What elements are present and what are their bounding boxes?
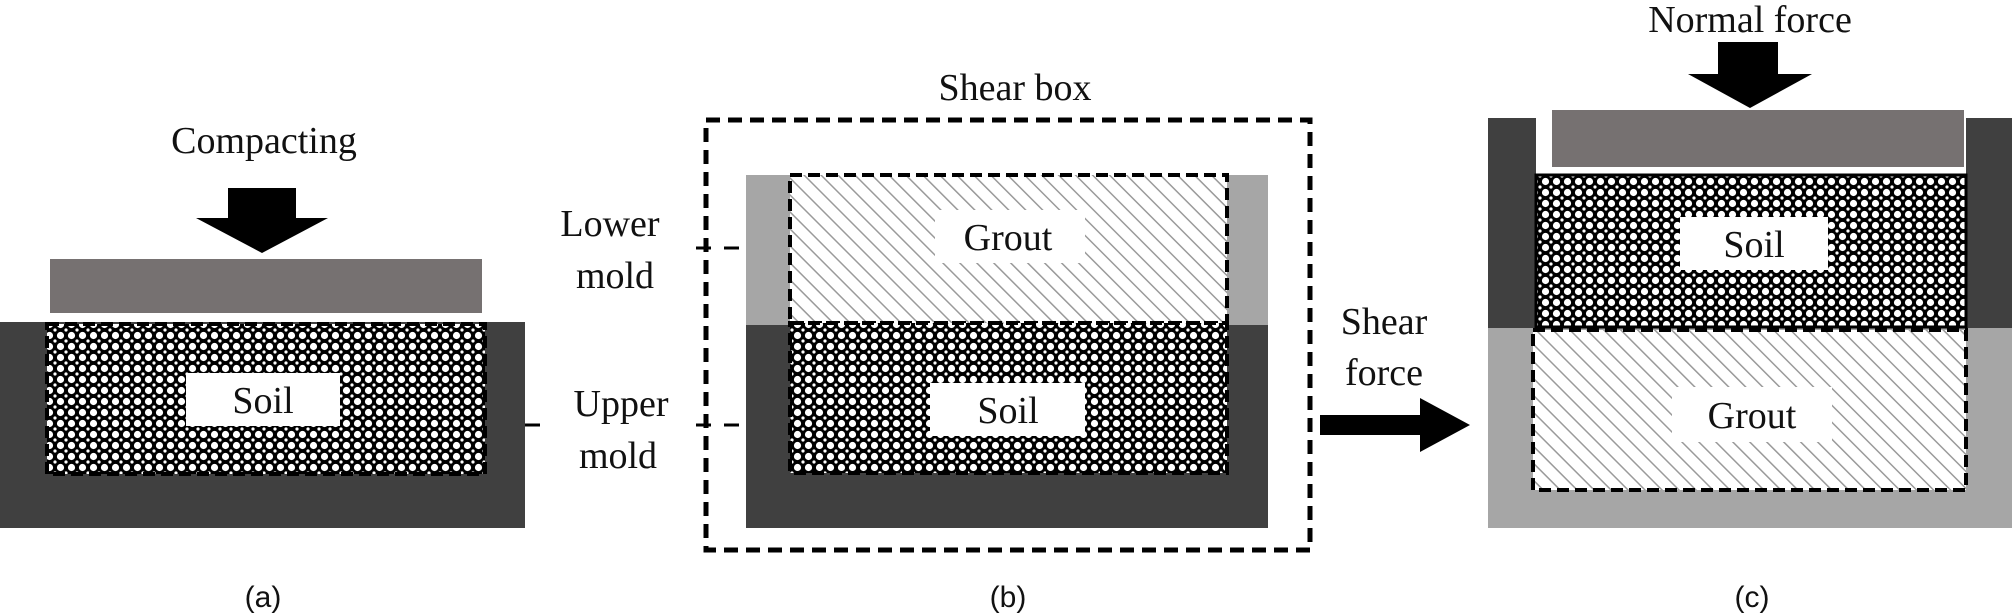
caption-a: (a) xyxy=(245,581,282,614)
caption-b: (b) xyxy=(990,581,1027,614)
soil-label-c: Soil xyxy=(1723,224,1784,266)
soil-label-box-a xyxy=(186,373,340,426)
grout-label-box-c xyxy=(1672,387,1832,442)
shear-box-label: Shear box xyxy=(938,67,1091,109)
panel-a: Compacting Soil (a) xyxy=(0,120,540,614)
shear-force-label-line1: Shear xyxy=(1341,301,1428,343)
soil-label-a: Soil xyxy=(232,380,293,422)
normal-force-label: Normal force xyxy=(1648,0,1852,41)
loading-plate-c xyxy=(1552,110,1964,167)
upper-mold-c-right xyxy=(1966,118,2012,328)
compacting-arrow-icon xyxy=(196,188,328,253)
shear-box-outline xyxy=(703,117,1313,553)
soil-label-box-c xyxy=(1680,217,1828,270)
panel-b: Shear box Grout Soil Lower mold Upper mo… xyxy=(560,67,1313,614)
compaction-plate xyxy=(50,259,482,313)
grout-label-b: Grout xyxy=(964,217,1053,259)
shear-force-label-line2: force xyxy=(1345,352,1423,394)
compacting-label: Compacting xyxy=(171,120,357,162)
soil-label-b: Soil xyxy=(977,390,1038,432)
normal-force-arrow-icon xyxy=(1688,42,1812,108)
upper-mold-label-line2: mold xyxy=(579,435,657,477)
upper-mold-label-line1: Upper xyxy=(574,383,669,425)
caption-c: (c) xyxy=(1735,581,1770,614)
shear-force: Shear force xyxy=(1320,301,1470,452)
lower-mold-label-line2: mold xyxy=(576,255,654,297)
soil-label-box-b xyxy=(930,383,1085,436)
grout-label-c: Grout xyxy=(1708,395,1797,437)
upper-mold-c xyxy=(1488,118,1536,328)
grout-label-box-b xyxy=(935,210,1085,263)
lower-mold-label-line1: Lower xyxy=(560,203,660,245)
panel-c: Normal force Soil Grout (c) xyxy=(1488,0,2012,614)
shear-force-arrow-icon xyxy=(1320,398,1470,452)
